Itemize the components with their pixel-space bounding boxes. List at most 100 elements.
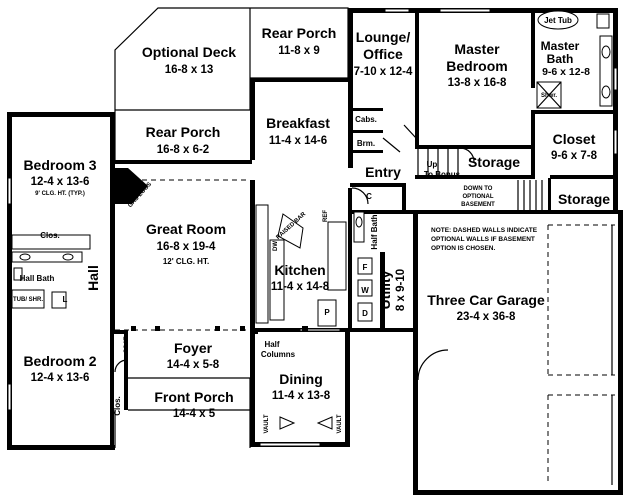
hall-label: Hall bbox=[85, 265, 101, 291]
dryer-label: D bbox=[362, 309, 368, 318]
dining-dim: 11-4 x 13-8 bbox=[272, 390, 331, 402]
lounge-dim: 7-10 x 12-4 bbox=[354, 66, 413, 78]
breakfast-dim: 11-4 x 14-6 bbox=[269, 135, 327, 147]
master-bedroom-name-2: Bedroom bbox=[446, 58, 507, 74]
storage-upper-label: Storage bbox=[468, 154, 520, 170]
stairs-upper bbox=[417, 148, 459, 178]
garage-dim: 23-4 x 36-8 bbox=[457, 311, 516, 323]
master-bath-name-1: Master bbox=[541, 39, 580, 53]
bedroom2-name: Bedroom 2 bbox=[23, 353, 96, 369]
rear-porch-mid-name: Rear Porch bbox=[146, 124, 221, 140]
stairs-lower bbox=[517, 180, 543, 210]
great-room-name: Great Room bbox=[146, 221, 226, 237]
shower-label: Shwr. bbox=[541, 93, 557, 99]
master-bedroom-name-1: Master bbox=[454, 41, 500, 57]
pantry-label: P bbox=[324, 308, 330, 317]
hall-bath-sink-icon bbox=[11, 251, 83, 263]
foyer-name: Foyer bbox=[174, 340, 213, 356]
great-room-dim: 16-8 x 19-4 bbox=[157, 241, 216, 253]
bedroom3-dim: 12-4 x 13-6 bbox=[31, 176, 90, 188]
washer-label: W bbox=[361, 286, 369, 295]
bedroom2-dim: 12-4 x 13-6 bbox=[31, 372, 90, 384]
note-line-2: OPTIONAL WALLS IF BASEMENT bbox=[431, 236, 535, 243]
great-room-note: 12' CLG. HT. bbox=[163, 257, 209, 266]
coat-label: COAT bbox=[124, 336, 130, 353]
utility-appliances bbox=[357, 257, 373, 322]
rear-porch-top-outline bbox=[250, 7, 349, 78]
linen-closet-icon bbox=[51, 291, 67, 309]
rear-porch-top-dim: 11-8 x 9 bbox=[278, 45, 320, 57]
kitchen-dim: 11-4 x 14-8 bbox=[271, 281, 330, 293]
bedroom3-name: Bedroom 3 bbox=[23, 157, 96, 173]
optional-deck-name: Optional Deck bbox=[142, 44, 236, 60]
closet-bed2-label: Clos. bbox=[113, 396, 122, 416]
vault-arrows bbox=[279, 416, 333, 430]
lounge-name-2: Office bbox=[363, 46, 403, 62]
freezer-label: F bbox=[363, 263, 368, 272]
master-bedroom-dim: 13-8 x 16-8 bbox=[448, 77, 507, 89]
linen-l-label: L bbox=[63, 295, 68, 304]
half-bath-right-label: Half Bath bbox=[370, 214, 379, 249]
toilet-icon bbox=[596, 13, 610, 29]
fireplace-icon bbox=[115, 168, 148, 204]
cabinets-label: Cabs. bbox=[355, 115, 377, 124]
hall-bath-toilet-icon bbox=[13, 267, 23, 281]
breakfast-name: Breakfast bbox=[266, 115, 330, 131]
closet-dim: 9-6 x 7-8 bbox=[551, 150, 598, 162]
half-columns bbox=[131, 326, 308, 334]
front-porch-name: Front Porch bbox=[154, 389, 233, 405]
jet-tub-icon bbox=[537, 10, 579, 30]
utility-label: Utility 8 x 9-10 bbox=[377, 269, 407, 311]
dishwasher-label: DW bbox=[273, 241, 279, 251]
kitchen-counters bbox=[255, 204, 347, 327]
closet-name: Closet bbox=[553, 131, 596, 147]
tub-shower-label: TUB/ SHR. bbox=[13, 297, 43, 303]
front-porch-dim: 14-4 x 5 bbox=[173, 408, 216, 420]
up-to-bonus-label-1: Up bbox=[427, 160, 438, 169]
utility-name: Utility bbox=[377, 270, 393, 309]
storage-lower-label: Storage bbox=[558, 191, 610, 207]
utility-dim: 8 x 9-10 bbox=[395, 269, 407, 311]
garage-name: Three Car Garage bbox=[427, 292, 545, 308]
broom-closet-label: Brm. bbox=[357, 139, 375, 148]
half-columns-label-1: Half bbox=[264, 340, 279, 349]
closet-bed3-label: Clos. bbox=[40, 231, 60, 240]
lounge-name-1: Lounge/ bbox=[356, 29, 411, 45]
dining-name: Dining bbox=[279, 371, 323, 387]
tub-shower-icon bbox=[11, 289, 45, 309]
rear-porch-mid-dim: 16-8 x 6-2 bbox=[157, 144, 209, 156]
coat-closet-c-label: C bbox=[366, 192, 372, 201]
optional-deck-outline bbox=[114, 7, 250, 110]
down-to-basement-label-2: OPTIONAL bbox=[463, 194, 494, 200]
note-line-3: OPTION IS CHOSEN. bbox=[431, 245, 495, 252]
down-to-basement-label-3: BASEMENT bbox=[461, 202, 495, 208]
note-line-1: NOTE: DASHED WALLS INDICATE bbox=[431, 227, 538, 234]
half-columns-label-2: Columns bbox=[261, 350, 296, 359]
master-bath-name-2: Bath bbox=[547, 52, 574, 66]
shower-icon bbox=[536, 81, 562, 109]
walls bbox=[7, 7, 623, 495]
room-labels: Optional Deck 16-8 x 13 Rear Porch 11-8 … bbox=[23, 25, 597, 420]
bedroom3-note: 9' CLG. HT. (TYP.) bbox=[35, 191, 85, 197]
master-sink-icon bbox=[599, 35, 613, 107]
half-bath-fixture-icon bbox=[353, 211, 365, 243]
down-to-basement-label-1: DOWN TO bbox=[464, 186, 493, 192]
foyer-dim: 14-4 x 5-8 bbox=[167, 359, 220, 371]
doors bbox=[114, 124, 475, 381]
master-bath-dim: 9-6 x 12-8 bbox=[542, 66, 590, 78]
optional-dashed-walls bbox=[115, 179, 615, 485]
refrigerator-label: REF bbox=[323, 210, 329, 222]
rear-porch-top-name: Rear Porch bbox=[262, 25, 337, 41]
kitchen-name: Kitchen bbox=[274, 262, 325, 278]
jet-tub-label: Jet Tub bbox=[544, 16, 572, 25]
fixtures bbox=[11, 10, 613, 485]
hall-bath-label: Hall Bath bbox=[20, 274, 55, 283]
stairs bbox=[417, 148, 543, 210]
vault-left-label: VAULT bbox=[264, 414, 270, 433]
optional-deck-dim: 16-8 x 13 bbox=[165, 64, 214, 76]
minor-labels: Jet Tub Shwr. Cabs. Brm. Entry Storage S… bbox=[13, 16, 610, 434]
entry-label: Entry bbox=[365, 164, 401, 180]
vault-right-label: VAULT bbox=[337, 414, 343, 433]
up-to-bonus-label-2: To Bonus bbox=[424, 170, 461, 179]
